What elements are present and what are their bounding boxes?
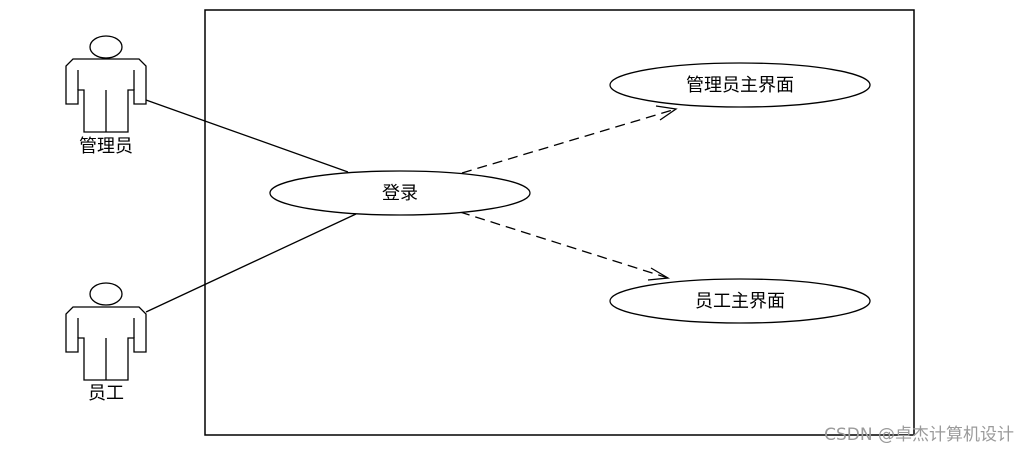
- use-case-employee-main: 员工主界面: [609, 278, 871, 324]
- use-case-admin-main-label: 管理员主界面: [686, 75, 794, 96]
- actor-employee: [65, 282, 147, 381]
- include-login-admin-main: [461, 105, 678, 174]
- system-boundary: [204, 9, 915, 436]
- use-case-employee-main-label: 员工主界面: [695, 291, 785, 312]
- actor-employee-label: 员工: [88, 383, 124, 404]
- association-admin-login: [145, 99, 349, 173]
- use-case-login: 登录: [269, 170, 531, 216]
- actor-admin-head-icon: [89, 35, 123, 59]
- use-case-login-label: 登录: [382, 183, 418, 204]
- watermark: CSDN @卓杰计算机设计: [824, 425, 1014, 445]
- actor-admin-label: 管理员: [79, 136, 133, 157]
- use-case-admin-main: 管理员主界面: [609, 62, 871, 108]
- actor-admin: [65, 35, 147, 133]
- actor-employee-head-icon: [89, 282, 123, 306]
- association-employee-login: [145, 213, 357, 313]
- include-login-employee-main: [459, 211, 671, 281]
